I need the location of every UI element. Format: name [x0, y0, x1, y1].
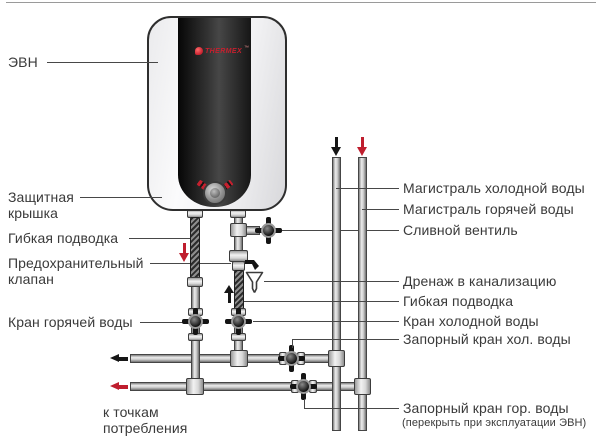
thermostat-knob	[203, 181, 227, 205]
pointer-line-hot-shutoff	[304, 408, 399, 409]
image-edge-line	[6, 2, 596, 3]
pointer-elbow-cold-shutoff	[292, 339, 293, 348]
label-safety-valve: Предохранительный клапан	[8, 255, 144, 287]
tee-hot-riser	[186, 378, 204, 395]
label-consumption-points: к точкам потребления	[103, 404, 188, 436]
label-hot-shutoff: Запорный кран гор. воды	[403, 400, 569, 416]
pointer-line-protective-cover	[80, 197, 162, 198]
label-cold-main: Магистраль холодной воды	[403, 180, 585, 196]
flow-arrow-left-hot	[110, 382, 128, 391]
heater-front-stripe	[178, 18, 251, 207]
flow-arrow-down-hot-main	[357, 137, 368, 156]
tee-cold-main	[328, 350, 345, 367]
label-cold-water-tap: Кран холодной воды	[403, 313, 539, 329]
brand-name: THERMEX	[205, 47, 243, 55]
tee-cold-riser	[230, 350, 248, 367]
tee-drain-branch	[230, 223, 247, 237]
label-drain-sewer: Дренаж в канализацию	[403, 273, 557, 289]
brand-logo: THERMEX ™	[195, 45, 249, 57]
label-evn: ЭВН	[8, 54, 38, 70]
cold-shutoff-valve	[277, 344, 306, 373]
pointer-line-flexible-hose-left	[129, 238, 191, 239]
flow-arrow-down-hot-outlet	[179, 243, 190, 262]
pointer-line-cold-water-tap	[253, 321, 399, 322]
pointer-elbow-hot-shutoff	[304, 399, 305, 408]
label-hot-main: Магистраль горячей воды	[403, 201, 574, 217]
drain-funnel-icon	[245, 271, 264, 293]
pointer-line-hot-water-tap	[140, 322, 183, 323]
hot-shutoff-valve	[289, 372, 318, 401]
pointer-line-cold-main	[336, 188, 399, 189]
hot-water-tap-valve	[181, 307, 210, 336]
pointer-line-flexible-hose-right	[244, 301, 399, 302]
label-flexible-hose-left: Гибкая подводка	[8, 230, 119, 246]
brand-emblem-icon	[195, 47, 203, 55]
pointer-line-drain-sewer	[264, 281, 399, 282]
flow-arrow-left-cold	[110, 354, 128, 363]
label-hot-water-tap: Кран горячей воды	[8, 314, 133, 330]
knob-center	[210, 188, 220, 198]
pointer-line-cold-shutoff	[292, 339, 399, 340]
drain-valve	[254, 216, 283, 245]
label-protective-cover: Защитная крышка	[8, 189, 74, 221]
pointer-line-evn	[47, 62, 158, 63]
pointer-line-hot-main	[362, 209, 399, 210]
label-drain-valve: Сливной вентиль	[403, 222, 518, 238]
hot-distribution-pipe	[130, 382, 363, 391]
label-flexible-hose-right: Гибкая подводка	[403, 293, 514, 309]
hot-water-main-pipe	[358, 157, 367, 431]
hose-coupling-hot	[187, 277, 203, 287]
flexible-hose-hot	[190, 217, 200, 279]
flow-arrow-down-cold-main	[331, 137, 342, 156]
label-hot-shutoff-note: (перекрыть при эксплуатации ЭВН)	[402, 417, 587, 429]
cold-water-tap-valve	[224, 307, 253, 336]
label-cold-shutoff: Запорный кран хол. воды	[403, 331, 571, 347]
cold-water-main-pipe	[332, 157, 341, 431]
flow-arrow-up-cold-inlet	[224, 285, 234, 303]
tee-hot-main	[354, 378, 371, 395]
water-heater: THERMEX ™	[147, 16, 287, 211]
drain-spout-icon	[245, 260, 259, 270]
cold-inlet-pipe	[234, 236, 243, 251]
trademark-sign: ™	[244, 45, 250, 51]
